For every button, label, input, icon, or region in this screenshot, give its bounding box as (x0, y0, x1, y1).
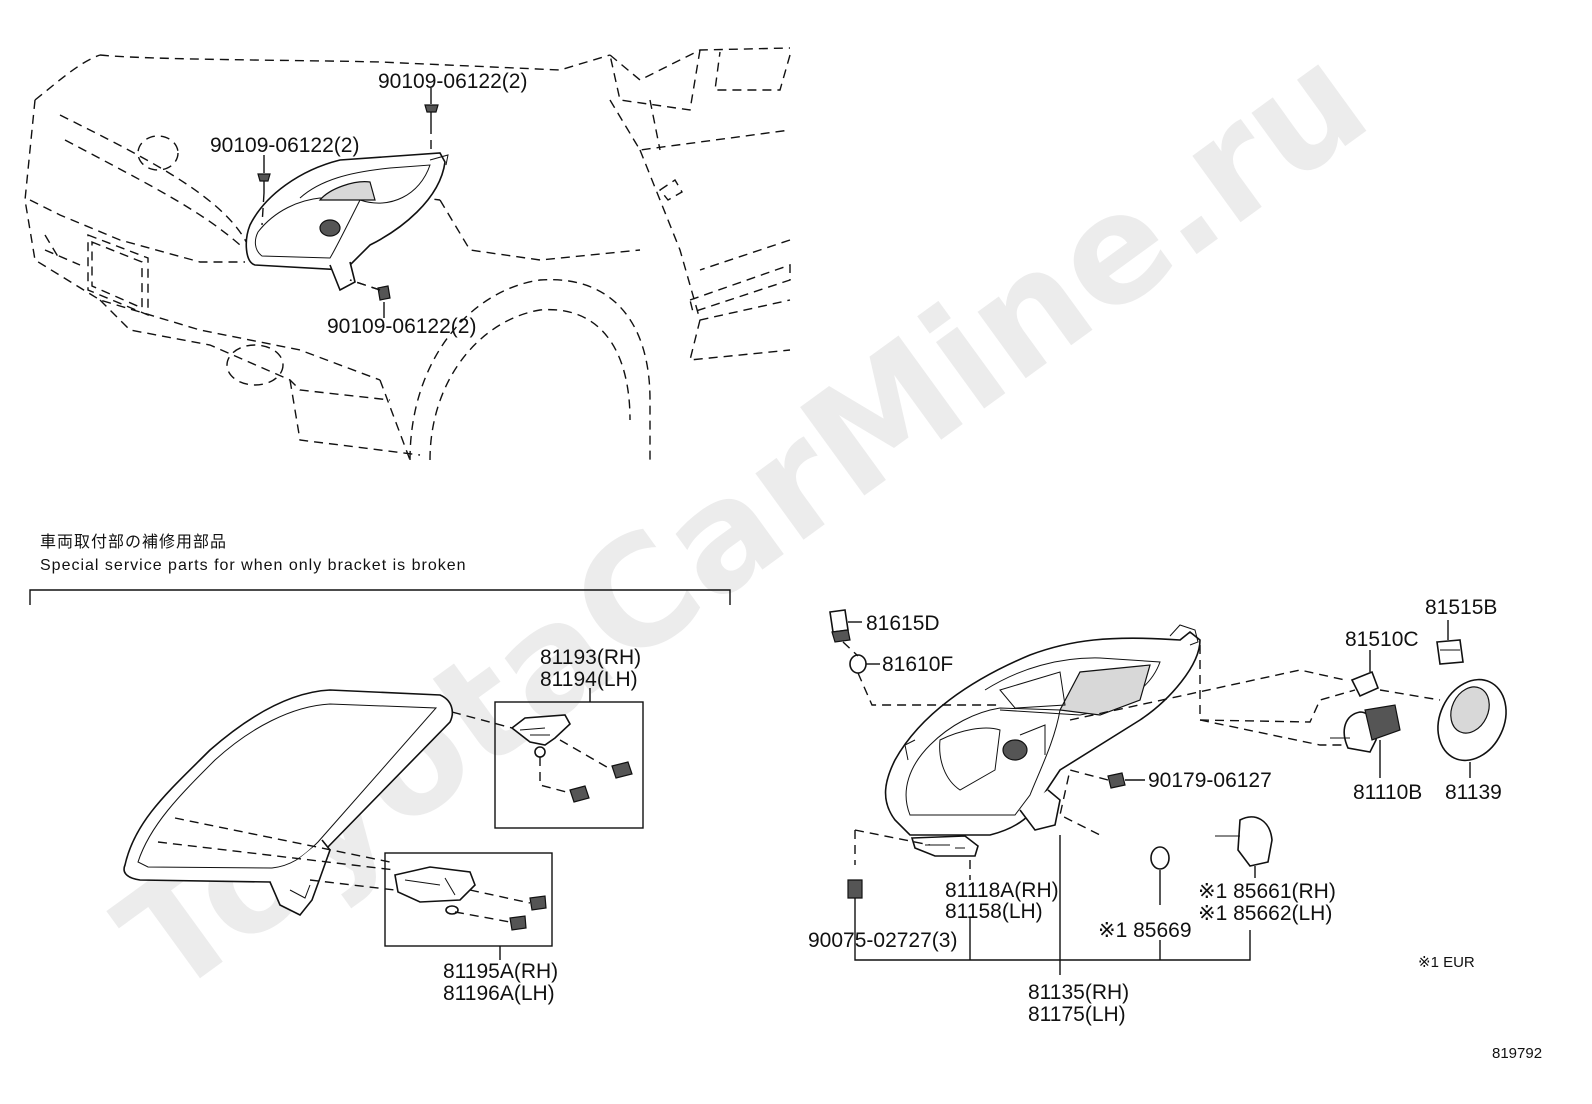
bulb-81110B (1330, 704, 1401, 778)
label-85661: ※1 85661(RH) (1198, 880, 1336, 903)
note-japanese: 車両取付部の補修用部品 (40, 533, 227, 551)
bracket-81195A-box (384, 852, 553, 947)
label-bolt-top: 90109-06122(2) (378, 70, 527, 93)
bulb-81510C (1350, 650, 1380, 698)
label-81196A: 81196A(LH) (443, 982, 555, 1005)
label-81615D: 81615D (866, 612, 940, 635)
label-81135: 81135(RH) (1028, 981, 1129, 1004)
label-81610F: 81610F (882, 653, 953, 676)
label-81110B: 81110B (1353, 781, 1422, 804)
label-81194: 81194(LH) (540, 668, 638, 691)
bracket-81193-box (494, 701, 644, 829)
headlamp-exploded: 81615D 81610F 81515B 81510C 81110B 81139… (808, 596, 1507, 1026)
ring-85669 (1150, 846, 1170, 870)
bulb-81610F (849, 654, 880, 674)
label-81510C: 81510C (1345, 628, 1419, 651)
note-english: Special service parts for when only brac… (40, 557, 467, 574)
bracket-81118A (910, 835, 979, 857)
cover-81139 (1437, 678, 1507, 778)
service-note: 車両取付部の補修用部品 Special service parts for wh… (29, 533, 731, 605)
socket-81515B (1436, 620, 1464, 665)
label-bolt-bottom: 90109-06122(2) (327, 315, 476, 338)
label-81195A: 81195A(RH) (443, 960, 558, 983)
label-81158: 81158(LH) (945, 900, 1043, 923)
lens-bracket-group: 81193(RH) 81194(LH) 81195A(RH) 81196A(LH… (123, 646, 644, 1005)
label-90179: 90179-06127 (1148, 769, 1272, 792)
screw-90075 (847, 879, 863, 915)
car-front-illustration: 90109-06122(2) 90109-06122(2) 90109-0612… (24, 47, 791, 461)
label-90075: 90075-02727(3) (808, 929, 957, 952)
label-81118A: 81118A(RH) (945, 879, 1059, 902)
clip-90179 (1107, 772, 1145, 789)
label-81175: 81175(LH) (1028, 1003, 1126, 1026)
diagram-id: 819792 (1492, 1045, 1542, 1062)
footnote-eur: ※1 EUR (1418, 954, 1475, 971)
label-81139: 81139 (1445, 781, 1502, 804)
motor-85661 (1215, 816, 1273, 878)
headlamp-mounted (245, 152, 449, 292)
label-85669: ※1 85669 (1098, 919, 1192, 942)
bolt-icon (424, 104, 439, 125)
label-85662: ※1 85662(LH) (1198, 902, 1332, 925)
bolt-icon (257, 173, 271, 193)
socket-81615D (829, 609, 862, 643)
label-bolt-left: 90109-06122(2) (210, 134, 359, 157)
label-81515B: 81515B (1425, 596, 1497, 619)
bolt-icon (377, 285, 391, 301)
label-81193: 81193(RH) (540, 646, 641, 669)
